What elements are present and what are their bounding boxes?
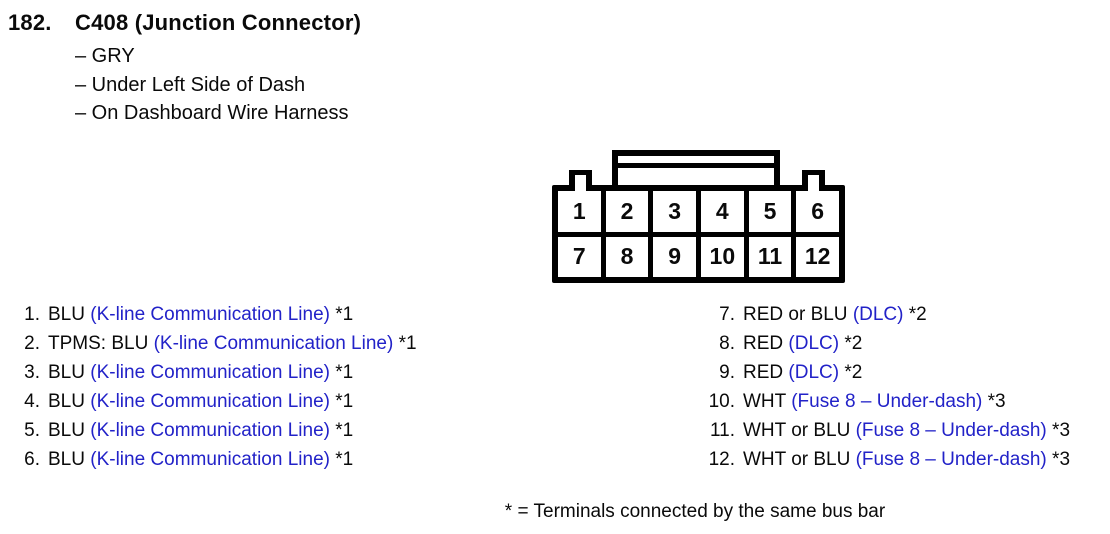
connector-details: – GRY – Under Left Side of Dash – On Das… xyxy=(75,42,348,128)
pin-list-left: 1. BLU (K-line Communication Line) *1 2. T… xyxy=(10,300,417,474)
connector-cell-8: 8 xyxy=(605,236,649,277)
pin-wire-color: BLU xyxy=(48,304,91,325)
pin-number: 5. xyxy=(24,420,40,441)
pin-row-11: 11. WHT or BLU (Fuse 8 – Under-dash) *3 xyxy=(657,416,1070,445)
connector-cell-12: 12 xyxy=(796,236,839,277)
pin-number: 6. xyxy=(24,449,40,470)
connector-cell-3: 3 xyxy=(653,191,696,232)
pin-note: *1 xyxy=(329,304,354,325)
pin-note: *1 xyxy=(329,420,354,441)
pin-number: 9. xyxy=(719,362,735,383)
detail-line-color: – GRY xyxy=(75,45,135,67)
pin-function: (DLC) xyxy=(788,333,840,354)
connector-index-bump-left xyxy=(569,170,592,199)
pin-row-1: 1. BLU (K-line Communication Line) *1 xyxy=(10,300,417,329)
pin-wire-color: BLU xyxy=(48,420,91,441)
pin-function: (Fuse 8 – Under-dash) xyxy=(855,420,1047,441)
pin-function: (K-line Communication Line) xyxy=(90,304,330,325)
pin-wire-color: WHT xyxy=(743,391,792,412)
pin-number: 8. xyxy=(719,333,735,354)
pin-wire-color: RED xyxy=(743,333,789,354)
pin-row-9: 9. RED (DLC) *2 xyxy=(657,358,1070,387)
pin-row-6: 6. BLU (K-line Communication Line) *1 xyxy=(10,445,417,474)
pin-row-4: 4. BLU (K-line Communication Line) *1 xyxy=(10,387,417,416)
pin-function: (DLC) xyxy=(788,362,840,383)
pin-note: *1 xyxy=(393,333,417,354)
pin-row-12: 12. WHT or BLU (Fuse 8 – Under-dash) *3 xyxy=(657,445,1070,474)
pin-number: 12. xyxy=(708,449,735,470)
pin-wire-color: TPMS: BLU xyxy=(48,333,154,354)
pin-wire-color: BLU xyxy=(48,362,91,383)
connector-cell-11: 11 xyxy=(748,236,792,277)
pin-row-7: 7. RED or BLU (DLC) *2 xyxy=(657,300,1070,329)
connector-cell-5: 5 xyxy=(748,191,792,232)
pin-note: *1 xyxy=(329,391,354,412)
pin-number: 3. xyxy=(24,362,40,383)
pin-row-8: 8. RED (DLC) *2 xyxy=(657,329,1070,358)
latch-tab-line xyxy=(618,163,774,168)
connector-index-bump-right xyxy=(802,170,825,199)
pin-note: *3 xyxy=(1046,449,1071,470)
pin-function: (Fuse 8 – Under-dash) xyxy=(791,391,983,412)
pin-wire-color: RED or BLU xyxy=(743,304,853,325)
pin-row-5: 5. BLU (K-line Communication Line) *1 xyxy=(10,416,417,445)
connector-cell-6: 6 xyxy=(796,191,839,232)
pin-row-10: 10. WHT (Fuse 8 – Under-dash) *3 xyxy=(657,387,1070,416)
pin-note: *2 xyxy=(839,333,863,354)
pin-note: *1 xyxy=(329,449,354,470)
pin-wire-color: BLU xyxy=(48,391,91,412)
pin-number: 4. xyxy=(24,391,40,412)
pin-wire-color: WHT or BLU xyxy=(743,420,856,441)
pin-wire-color: BLU xyxy=(48,449,91,470)
pin-number: 10. xyxy=(708,391,735,412)
index-bump-slot xyxy=(575,175,586,199)
pin-note: *3 xyxy=(1046,420,1071,441)
pin-row-2: 2.TPMS: BLU (K-line Communication Line) … xyxy=(10,329,417,358)
pin-function: (K-line Communication Line) xyxy=(90,420,330,441)
pin-function: (K-line Communication Line) xyxy=(90,362,330,383)
pin-function: (Fuse 8 – Under-dash) xyxy=(855,449,1047,470)
pin-note: *2 xyxy=(903,304,927,325)
page-title: C408 (Junction Connector) xyxy=(75,10,362,35)
pin-number: 7. xyxy=(719,304,735,325)
pin-function: (K-line Communication Line) xyxy=(90,449,330,470)
pin-note: *2 xyxy=(839,362,863,383)
index-bump-slot xyxy=(808,175,819,199)
pin-number: 11. xyxy=(709,420,735,441)
pin-wire-color: WHT or BLU xyxy=(743,449,856,470)
pin-function: (K-line Communication Line) xyxy=(153,333,394,354)
connector-cell-4: 4 xyxy=(701,191,744,232)
pin-wire-color: RED xyxy=(743,362,789,383)
connector-cell-10: 10 xyxy=(701,236,744,277)
pin-function: (K-line Communication Line) xyxy=(90,391,330,412)
connector-cell-9: 9 xyxy=(653,236,696,277)
item-number: 182. xyxy=(8,10,52,35)
pin-row-3: 3. BLU (K-line Communication Line) *1 xyxy=(10,358,417,387)
pin-list-right: 7. RED or BLU (DLC) *2 8. RED (DLC) *2 9. R… xyxy=(657,300,1070,474)
connector-pin-grid: 1 2 3 4 5 6 7 8 9 10 11 12 xyxy=(552,185,845,283)
connector-cell-7: 7 xyxy=(558,236,601,277)
detail-line-location: – Under Left Side of Dash xyxy=(75,73,306,96)
pin-number: 2. xyxy=(24,333,40,354)
bus-bar-footnote: * = Terminals connected by the same bus … xyxy=(504,501,886,522)
pin-note: *3 xyxy=(982,391,1006,412)
connector-cell-2: 2 xyxy=(605,191,649,232)
pin-note: *1 xyxy=(329,362,354,383)
pin-function: (DLC) xyxy=(852,304,904,325)
detail-line-harness: – On Dashboard Wire Harness xyxy=(75,102,349,124)
pin-number: 1. xyxy=(24,304,40,325)
